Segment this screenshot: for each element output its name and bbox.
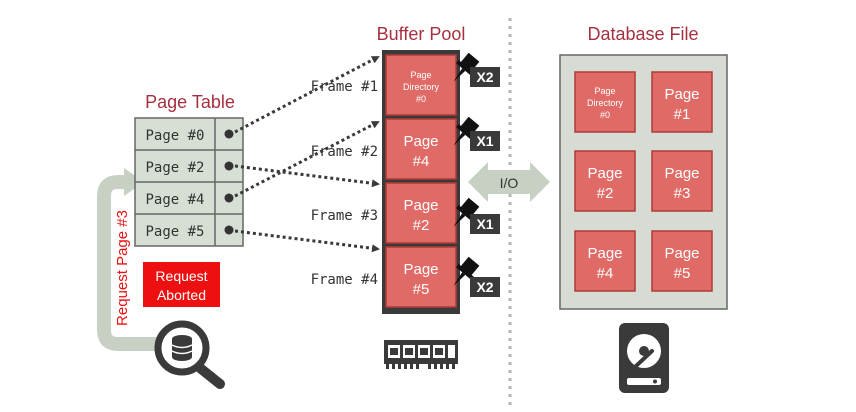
file-page-5-line-0: Page: [664, 245, 699, 262]
page-table-pointer-3: [224, 225, 234, 235]
frame-3-page-line-0: Page: [403, 197, 438, 214]
frame-3-page-line-1: #2: [413, 217, 430, 234]
io-label: I/O: [500, 175, 519, 191]
frame-label-3: Frame #3: [311, 208, 378, 224]
hard-disk-icon: [619, 323, 669, 393]
frame-label-4: Frame #4: [311, 272, 378, 288]
page-table-row-1: Page #2: [145, 160, 204, 176]
file-page-1-line-1: #1: [674, 106, 691, 123]
pointer-arrow-1: [234, 164, 380, 188]
page-table: Page #0 Page #2 Page #4 Page #5: [134, 117, 244, 247]
page-table-pointer-0: [224, 129, 234, 139]
frame-1-page-line-2: #0: [416, 94, 426, 104]
frame-1-page-line-0: Page: [410, 70, 431, 80]
pin-count-3: X1: [476, 216, 493, 232]
file-page-1-line-0: Page: [664, 86, 699, 103]
file-page-0: [574, 71, 636, 133]
page-table-pointer-2: [224, 193, 234, 203]
pin-count-badge-4: [470, 277, 500, 297]
file-page-3-line-1: #3: [674, 185, 691, 202]
buffer-pool: Page Directory #0 Page #4 Page #2 Page #…: [382, 50, 460, 314]
frame-4-page-line-0: Page: [403, 261, 438, 278]
request-aborted-line-1: Aborted: [157, 287, 206, 303]
ram-icon: [384, 340, 458, 369]
request-aborted-line-0: Request: [155, 268, 207, 284]
database-file-title: Database File: [587, 24, 698, 44]
pointer-arrow-0: [234, 55, 380, 134]
pin-icon: [453, 52, 480, 82]
file-page-3: [651, 150, 713, 212]
request-label: Request Page #3: [114, 210, 131, 326]
pin-count-2: X1: [476, 133, 493, 149]
pin-icon: [453, 197, 480, 227]
page-table-row-3: Page #5: [145, 224, 204, 240]
frame-2-page-line-0: Page: [403, 133, 438, 150]
database-search-icon: [154, 320, 225, 389]
file-page-1: [651, 71, 713, 133]
file-page-0-line-1: Directory: [587, 98, 624, 108]
pointer-arrow-3: [234, 229, 380, 253]
file-page-5: [651, 230, 713, 292]
frame-1-page-line-1: Directory: [403, 82, 440, 92]
page-table-row-2: Page #4: [145, 192, 204, 208]
file-page-2-line-1: #2: [597, 185, 614, 202]
database-file: Page Directory #0 Page #1 Page #2 Page #…: [559, 54, 728, 310]
buffer-pool-title: Buffer Pool: [377, 24, 466, 44]
pin-count-badge-2: [470, 131, 500, 151]
pin-count-badge-3: [470, 214, 500, 234]
file-page-4-line-0: Page: [587, 245, 622, 262]
pin-icon: [453, 256, 480, 286]
file-page-0-line-2: #0: [600, 110, 610, 120]
io-double-arrow: [468, 162, 550, 202]
frame-2-page-line-1: #4: [413, 153, 430, 170]
page-table-pointer-1: [224, 161, 234, 171]
file-page-0-line-0: Page: [594, 86, 615, 96]
frame-4-page-line-1: #5: [413, 281, 430, 298]
pointer-arrow-2: [234, 120, 380, 198]
pin-icon: [453, 116, 480, 146]
page-table-row-0: Page #0: [145, 128, 204, 144]
frame-3-page: [385, 182, 457, 244]
file-page-5-line-1: #5: [674, 265, 691, 282]
page-table-title: Page Table: [145, 92, 235, 112]
file-page-4-line-1: #4: [597, 265, 614, 282]
request-aborted-box: Request Aborted: [143, 262, 220, 307]
pin-count-1: X2: [476, 69, 493, 85]
file-page-4: [574, 230, 636, 292]
request-loop-arrowhead: [124, 168, 144, 196]
pin-count-4: X2: [476, 279, 493, 295]
frame-2-page: [385, 118, 457, 180]
file-page-2: [574, 150, 636, 212]
request-loop-arrow: [97, 175, 172, 351]
frame-4-page: [385, 246, 457, 308]
file-page-2-line-0: Page: [587, 165, 622, 182]
file-page-3-line-0: Page: [664, 165, 699, 182]
frame-1-page: [385, 54, 457, 116]
pin-count-badge-1: [470, 67, 500, 87]
